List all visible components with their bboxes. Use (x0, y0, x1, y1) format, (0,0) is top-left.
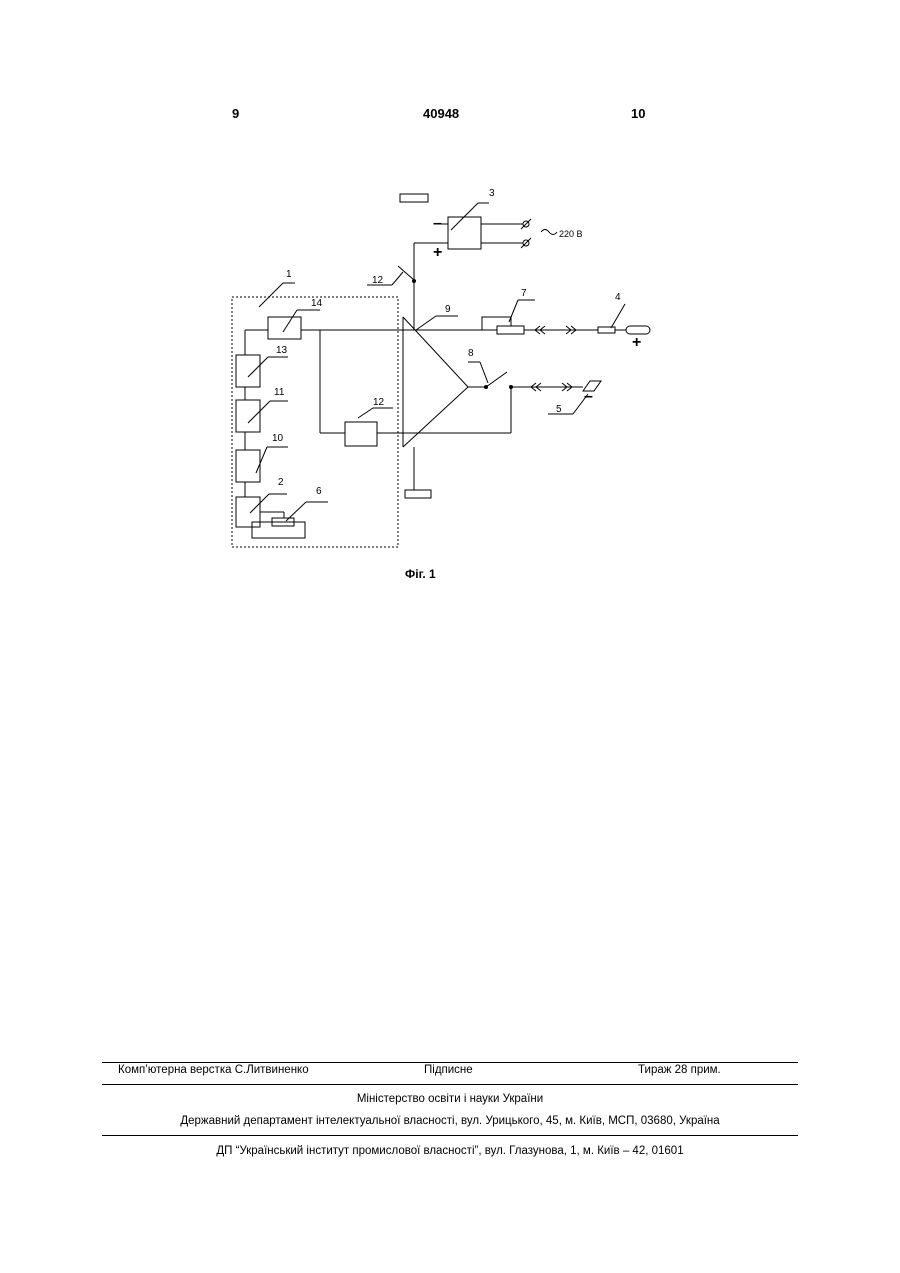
label-8: 8 (468, 348, 474, 359)
label-2: 2 (278, 477, 284, 488)
block-10 (236, 450, 260, 482)
voltage-label: 220 В (559, 229, 583, 239)
resistor-7 (497, 326, 524, 334)
top-terminal-box (400, 194, 428, 202)
institute-address: ДП “Український інститут промислової вла… (102, 1145, 798, 1157)
footer-rule-bottom (102, 1135, 798, 1136)
block-3 (448, 217, 481, 249)
label-9: 9 (445, 304, 451, 315)
minus-sign-supply: – (433, 215, 442, 232)
label-12-lower: 12 (373, 397, 385, 408)
typesetting-credit: Комп’ютерна верстка С.Литвиненко (118, 1064, 309, 1076)
label-1: 1 (286, 269, 292, 280)
label-14: 14 (311, 298, 323, 309)
block-12-lower (345, 422, 377, 446)
bottom-terminal-box (405, 490, 431, 498)
block-11 (236, 400, 260, 432)
signed-note: Підписне (424, 1064, 473, 1076)
block-14 (268, 317, 301, 339)
circulation-note: Тираж 28 прим. (638, 1064, 721, 1076)
label-6: 6 (316, 486, 322, 497)
figure-caption: Фіг. 1 (405, 567, 436, 581)
plus-sign-supply: + (433, 244, 442, 261)
block-13 (236, 355, 260, 387)
footer-rule-middle (102, 1084, 798, 1085)
label-13: 13 (276, 345, 288, 356)
footer-rule-top (102, 1062, 798, 1063)
label-4: 4 (615, 292, 621, 303)
label-7: 7 (521, 288, 527, 299)
label-12-top: 12 (372, 275, 384, 286)
label-11: 11 (274, 387, 285, 398)
minus-sign-electrode: – (584, 388, 593, 405)
electrode-plus (626, 326, 650, 334)
label-5: 5 (556, 404, 562, 415)
ministry-name: Міністерство освіти і науки України (102, 1093, 798, 1105)
plus-sign-output: + (632, 334, 641, 351)
circuit-diagram: 1 2 3 4 5 6 7 8 9 10 11 12 12 13 14 220 … (0, 0, 900, 620)
block-4 (598, 327, 615, 333)
department-address: Державний департамент інтелектуальної вл… (102, 1115, 798, 1127)
label-3: 3 (489, 188, 495, 199)
label-10: 10 (272, 433, 284, 444)
